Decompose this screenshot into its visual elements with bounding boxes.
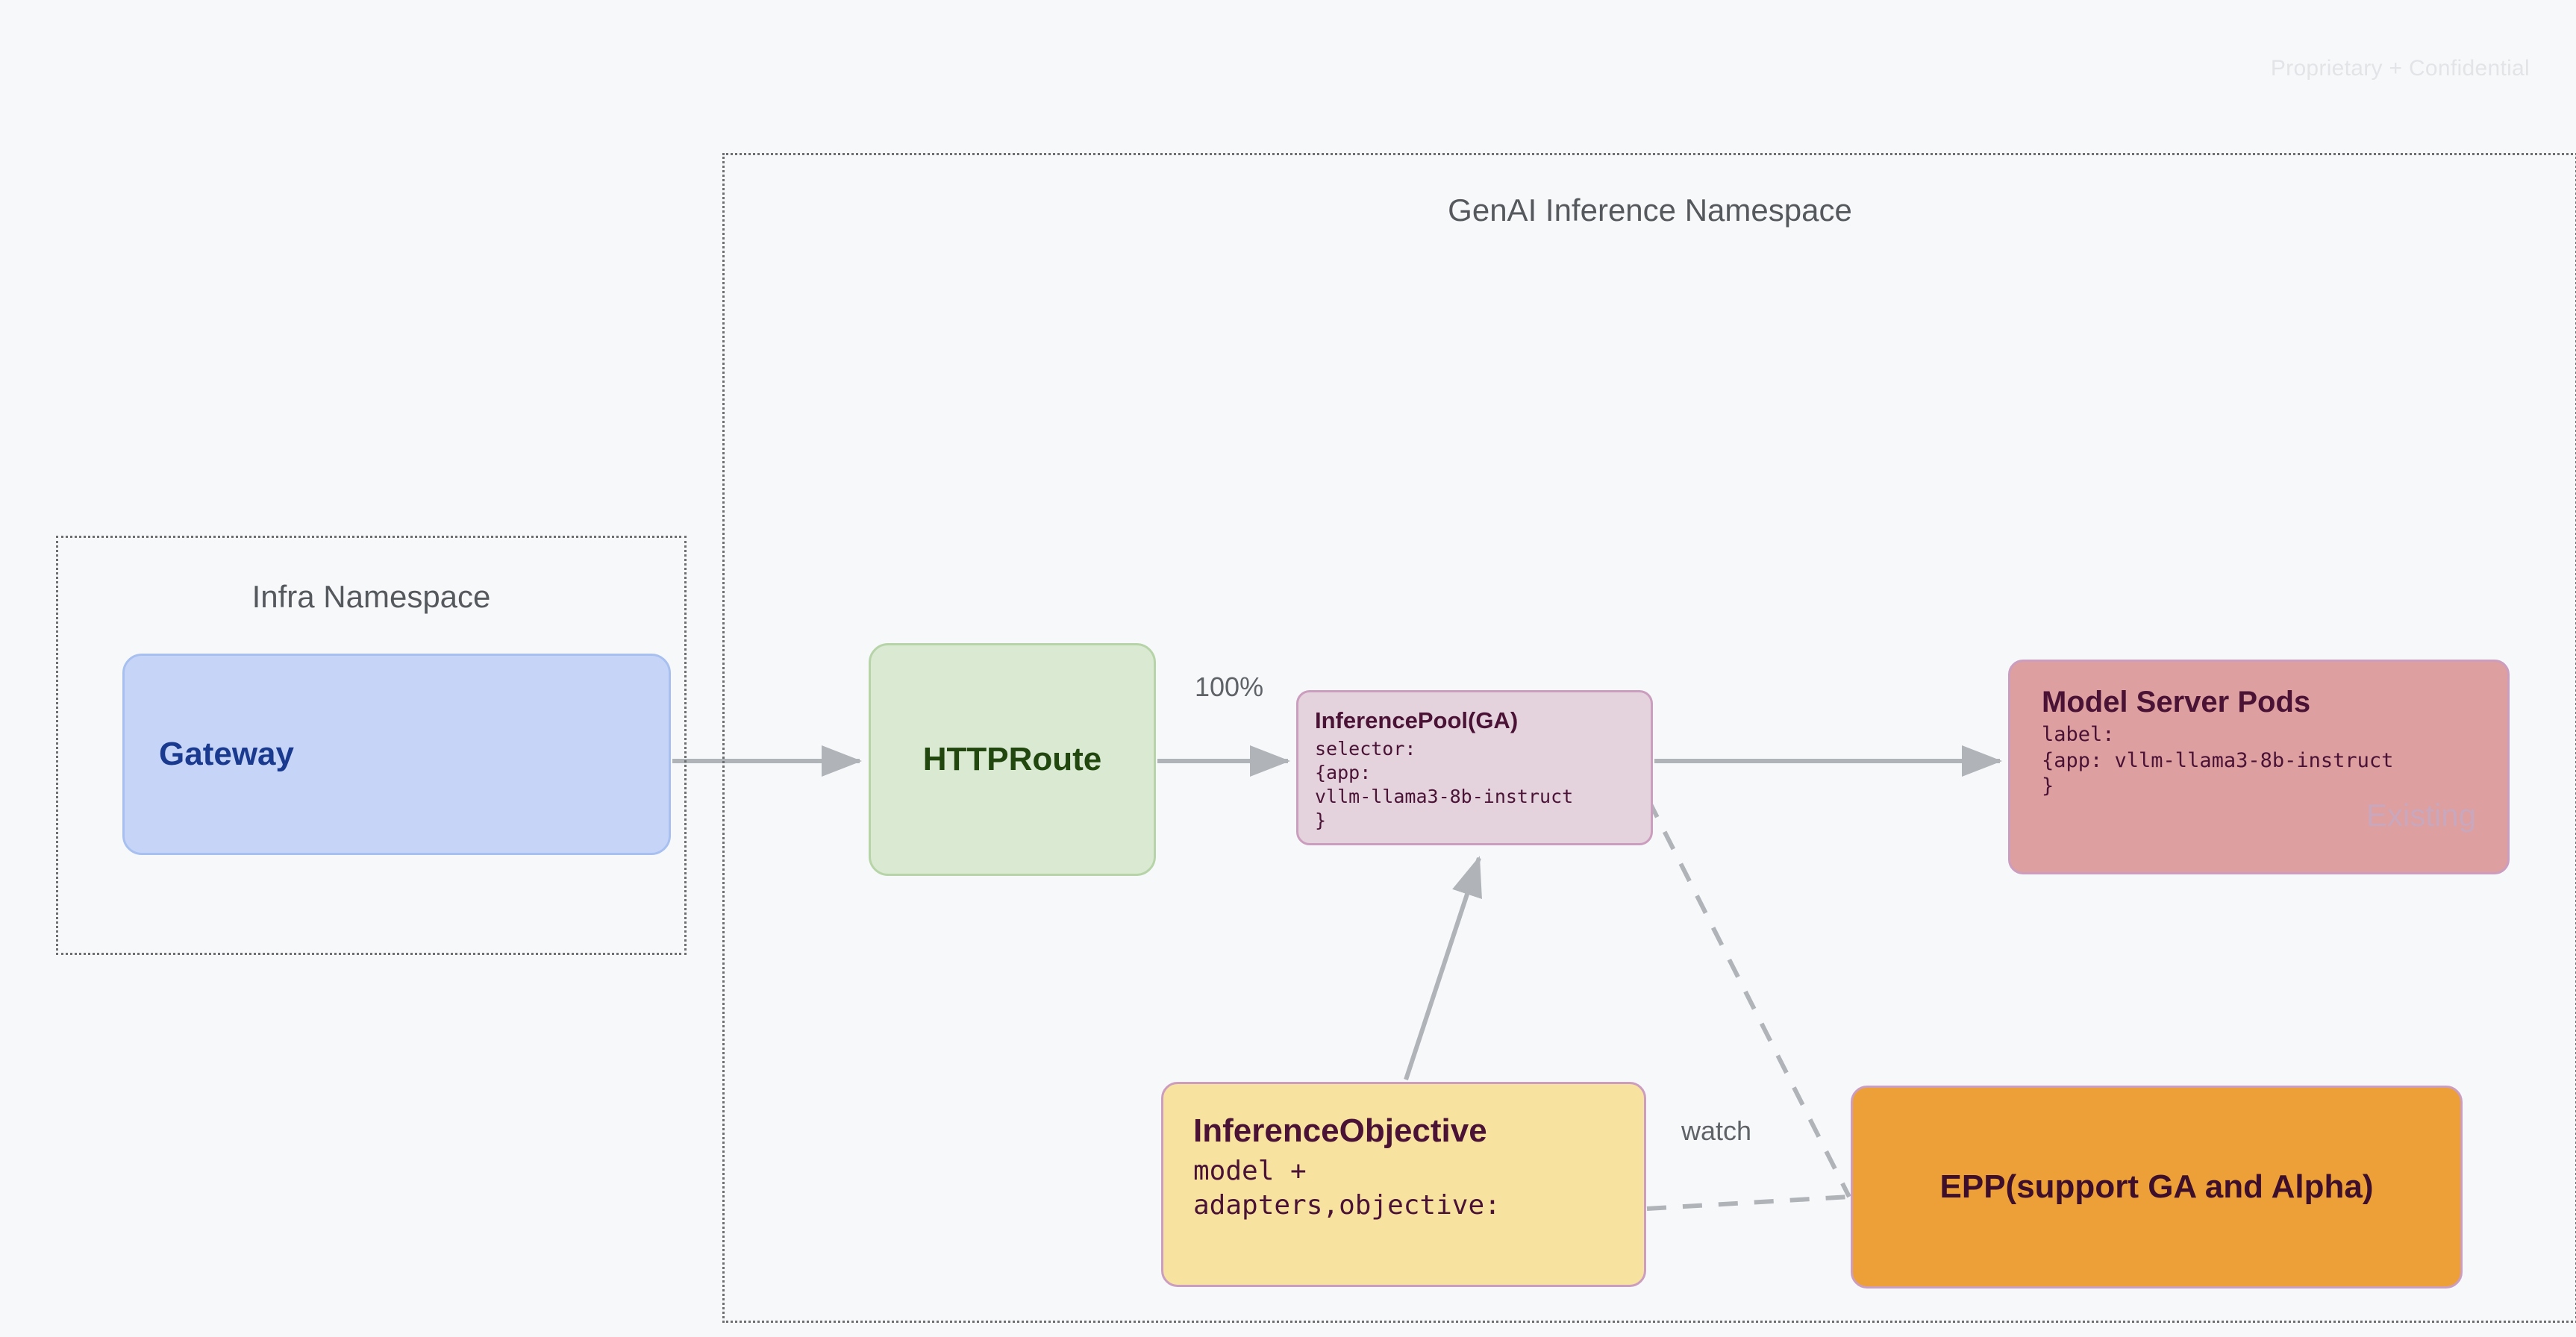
edge-label-watch: watch bbox=[1681, 1115, 1752, 1146]
namespace-infra: Infra Namespace bbox=[56, 536, 687, 955]
node-gateway[interactable]: Gateway bbox=[122, 654, 671, 855]
confidentiality-watermark: Proprietary + Confidential bbox=[2270, 56, 2530, 81]
node-inference-objective[interactable]: InferenceObjective model + adapters,obje… bbox=[1161, 1082, 1646, 1287]
node-model-server-pods-label: label: {app: vllm-llama3-8b-instruct } bbox=[2042, 723, 2394, 798]
node-httproute-title: HTTPRoute bbox=[922, 741, 1102, 777]
node-epp[interactable]: EPP(support GA and Alpha) bbox=[1851, 1086, 2463, 1289]
namespace-genai-inference-title: GenAI Inference Namespace bbox=[1448, 192, 1852, 228]
node-inferencepool-selector: selector: {app: vllm-llama3-8b-instruct … bbox=[1315, 738, 1574, 831]
node-inferencepool-title: InferencePool(GA) bbox=[1315, 707, 1519, 733]
node-inference-objective-spec: model + adapters,objective: bbox=[1193, 1156, 1501, 1221]
node-httproute[interactable]: HTTPRoute bbox=[869, 643, 1156, 876]
edge-label-traffic-percent: 100% bbox=[1195, 671, 1264, 702]
node-gateway-title: Gateway bbox=[159, 736, 294, 772]
node-model-server-pods[interactable]: Model Server Pods label: {app: vllm-llam… bbox=[2008, 660, 2510, 874]
node-epp-title: EPP(support GA and Alpha) bbox=[1939, 1168, 2374, 1205]
node-inference-objective-title: InferenceObjective bbox=[1193, 1112, 1487, 1149]
node-inferencepool[interactable]: InferencePool(GA) selector: {app: vllm-l… bbox=[1296, 690, 1653, 845]
namespace-infra-title: Infra Namespace bbox=[251, 579, 491, 614]
existing-badge: Existing bbox=[2366, 798, 2476, 833]
node-model-server-pods-title: Model Server Pods bbox=[2042, 686, 2311, 718]
